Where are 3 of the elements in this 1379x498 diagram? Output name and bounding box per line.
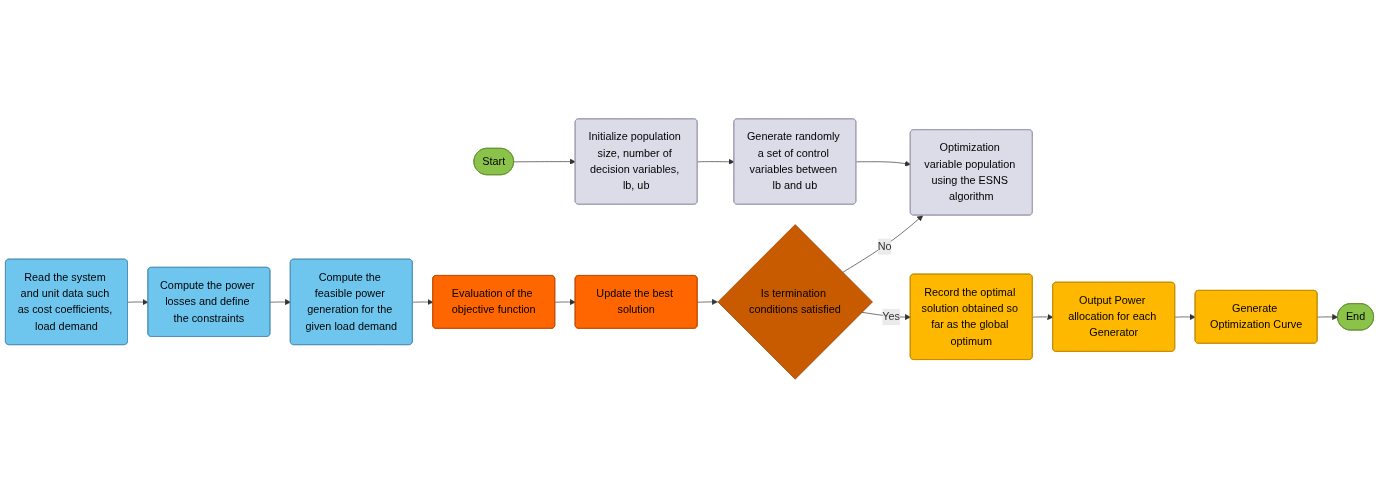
edge-label: No xyxy=(877,240,892,252)
node-diamond: Is termination conditions satisfied xyxy=(717,224,873,380)
edge-label: Yes xyxy=(882,310,901,323)
